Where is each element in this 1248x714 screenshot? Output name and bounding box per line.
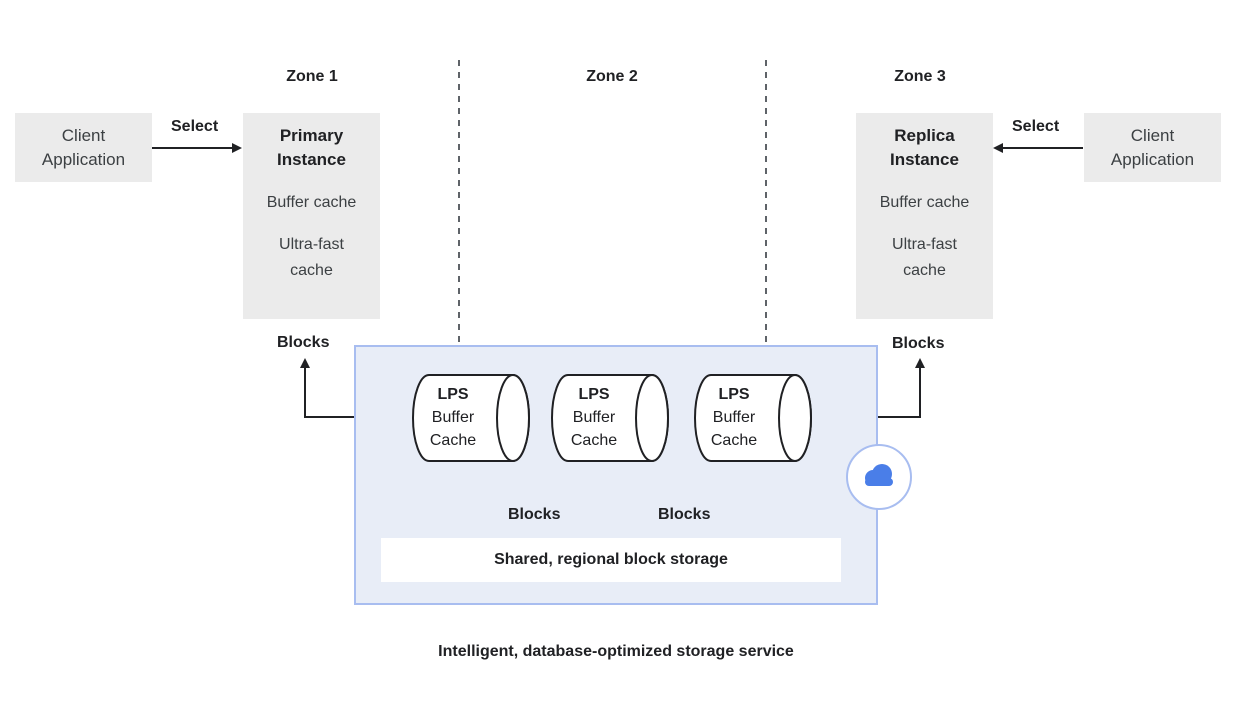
- client-right-line2: Application: [1110, 149, 1195, 169]
- lps-3-title: LPS: [718, 386, 750, 403]
- lps-1-line2: Buffer: [431, 409, 475, 426]
- select-label-right: Select: [1012, 118, 1060, 135]
- lps-cache-cylinder-1: [412, 374, 530, 462]
- blocks-label-primary: Blocks: [277, 334, 330, 351]
- client-left-line2: Application: [41, 149, 126, 169]
- replica-instance-title-line2: Instance: [890, 150, 959, 169]
- lps-cache-cylinder-3: [694, 374, 812, 462]
- replica-instance: Replica Instance Buffer cache Ultra-fast…: [856, 113, 993, 319]
- lps-2-line3: Cache: [570, 432, 618, 449]
- replica-ultra-fast-line2: cache: [903, 262, 946, 279]
- lps-2-line2: Buffer: [572, 409, 616, 426]
- primary-instance-title-line2: Instance: [277, 150, 346, 169]
- primary-ultra-fast-line2: cache: [290, 262, 333, 279]
- lps-cache-label-1: LPS Buffer Cache: [413, 383, 493, 452]
- primary-instance: Primary Instance Buffer cache Ultra-fast…: [243, 113, 380, 319]
- shared-regional-block-storage: Shared, regional block storage: [381, 538, 841, 582]
- lps-3-line2: Buffer: [712, 409, 756, 426]
- diagram-caption: Intelligent, database-optimized storage …: [438, 643, 794, 660]
- client-application-right: Client Application: [1084, 113, 1221, 182]
- replica-buffer-cache: Buffer cache: [879, 194, 970, 211]
- zone-1-label: Zone 1: [286, 68, 338, 85]
- lps-cache-cylinder-2: [551, 374, 669, 462]
- blocks-label-storage-right: Blocks: [658, 506, 711, 523]
- primary-ultra-fast-line1: Ultra-fast: [279, 236, 344, 253]
- lps-1-line3: Cache: [429, 432, 477, 449]
- client-left-line1: Client: [61, 125, 106, 145]
- zone-3-label: Zone 3: [894, 68, 946, 85]
- replica-instance-title-line1: Replica: [894, 126, 955, 145]
- cloud-badge: [845, 443, 913, 511]
- client-right-line1: Client: [1130, 125, 1175, 145]
- lps-cache-label-2: LPS Buffer Cache: [554, 383, 634, 452]
- client-application-left: Client Application: [15, 113, 152, 182]
- zone-2-label: Zone 2: [586, 68, 638, 85]
- lps-cache-label-3: LPS Buffer Cache: [694, 383, 774, 452]
- lps-3-line3: Cache: [710, 432, 758, 449]
- blocks-label-storage-left: Blocks: [508, 506, 561, 523]
- primary-instance-title-line1: Primary: [279, 126, 344, 145]
- lps-1-title: LPS: [437, 386, 469, 403]
- replica-ultra-fast-line1: Ultra-fast: [892, 236, 957, 253]
- select-label-left: Select: [171, 118, 219, 135]
- cloud-icon: [846, 444, 912, 510]
- primary-buffer-cache: Buffer cache: [266, 194, 357, 211]
- lps-2-title: LPS: [578, 386, 610, 403]
- blocks-label-replica: Blocks: [892, 335, 945, 352]
